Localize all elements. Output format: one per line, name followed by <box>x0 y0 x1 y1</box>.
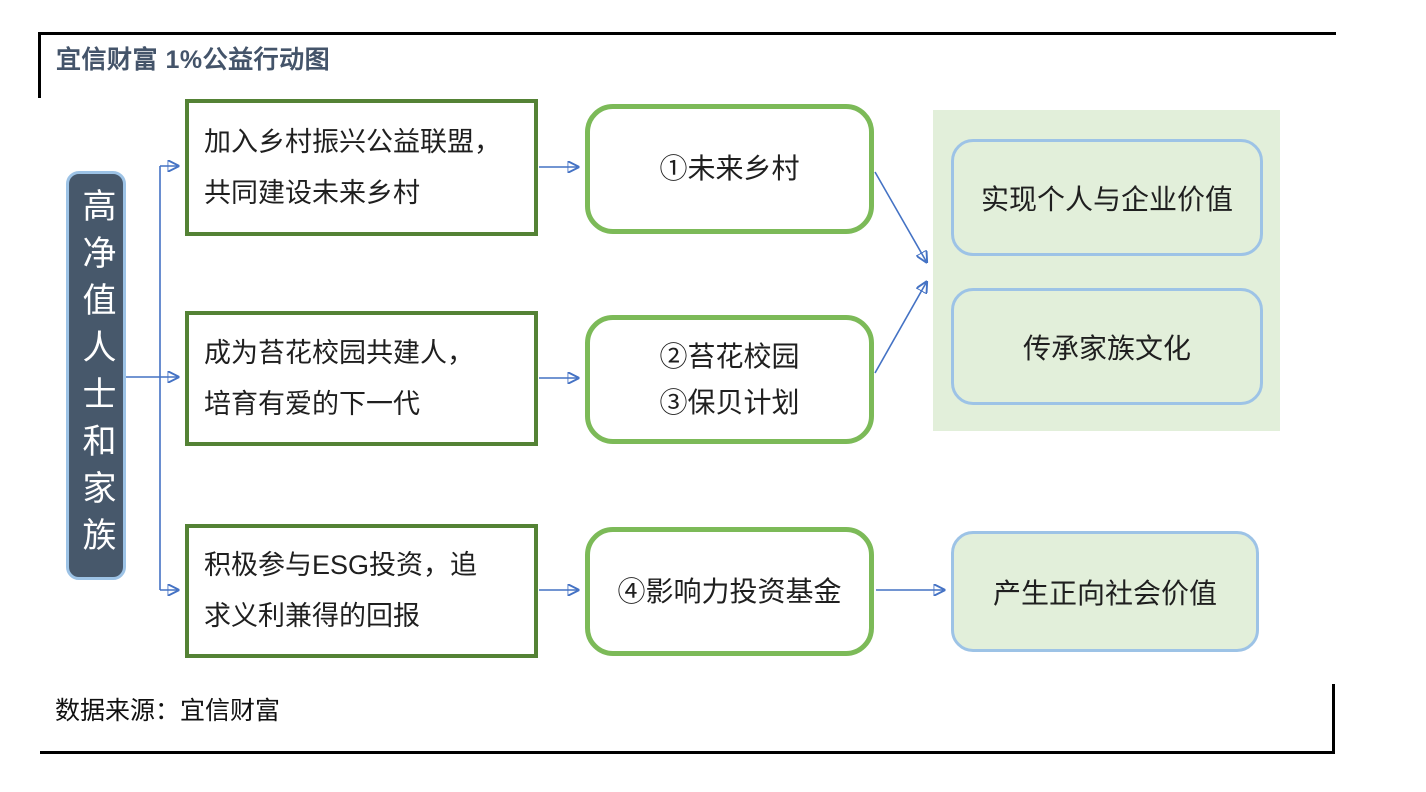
action-box-line: 积极参与ESG投资，追 <box>204 550 478 580</box>
action-box-line: 共同建设未来乡村 <box>204 177 420 208</box>
frame-right-tick <box>1332 684 1335 754</box>
program-box-line: ①未来乡村 <box>659 153 800 184</box>
data-source-label: 数据来源：宜信财富 <box>55 697 281 725</box>
action-box-line: 成为苔花校园共建人， <box>204 337 474 368</box>
connector-arrow-outcome-upper <box>874 171 926 261</box>
outcome-box-label: 产生正向社会价值 <box>992 577 1217 609</box>
outcome-box-label: 传承家族文化 <box>1022 332 1191 364</box>
action-box-esg-investing: 积极参与ESG投资，追 求义利兼得的回报 <box>185 524 538 658</box>
action-box-rural-alliance: 加入乡村振兴公益联盟， 共同建设未来乡村 <box>185 99 538 236</box>
figure-title: 宜信财富 1%公益行动图 <box>56 46 331 74</box>
program-box-impact-fund: ④影响力投资基金 <box>585 527 874 656</box>
action-box-line: 求义利兼得的回报 <box>204 601 420 631</box>
program-box-line: ③保贝计划 <box>659 386 800 418</box>
root-box-label: 高净值人士和家族 <box>77 187 115 564</box>
action-box-line: 加入乡村振兴公益联盟， <box>204 126 501 157</box>
program-box-future-village: ①未来乡村 <box>585 104 874 234</box>
program-box-campus-baby-plan: ②苔花校园 ③保贝计划 <box>585 315 874 444</box>
frame-left-tick <box>38 32 41 98</box>
program-box-line: ④影响力投资基金 <box>617 575 842 607</box>
outcome-box-personal-enterprise-value: 实现个人与企业价值 <box>951 139 1263 256</box>
root-box-hnw-families: 高净值人士和家族 <box>66 171 126 580</box>
outcome-box-positive-social-value: 产生正向社会价值 <box>951 531 1259 652</box>
frame-bottom-line <box>40 751 1335 754</box>
outcome-box-family-culture: 传承家族文化 <box>951 288 1263 405</box>
action-box-taihua-campus: 成为苔花校园共建人， 培育有爱的下一代 <box>185 311 538 446</box>
connector-arrow-outcome-lower <box>874 283 926 374</box>
outcome-box-label: 实现个人与企业价值 <box>980 183 1233 215</box>
program-box-line: ②苔花校园 <box>659 340 800 372</box>
frame-top-line <box>38 32 1336 35</box>
action-box-line: 培育有爱的下一代 <box>204 388 420 419</box>
